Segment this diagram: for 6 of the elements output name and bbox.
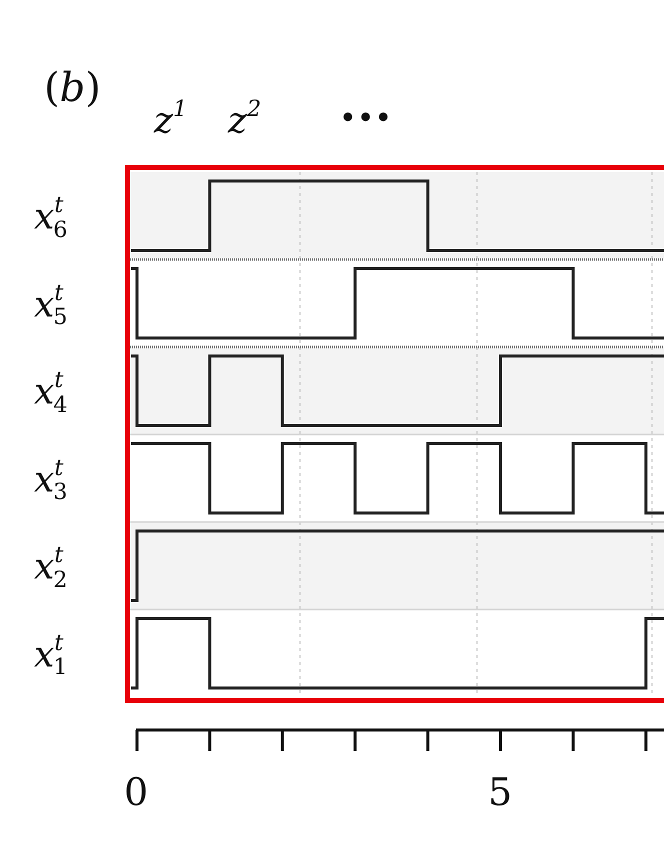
sequence-label: z$^{2}$ (228, 98, 262, 140)
ellipsis: ••• (339, 104, 392, 134)
axis-tick-label: 5 (488, 773, 512, 811)
panel-label: (b) (44, 68, 101, 108)
axis-tick-label: 0 (124, 773, 148, 811)
sequence-label: z$^{1}$ (154, 98, 188, 140)
